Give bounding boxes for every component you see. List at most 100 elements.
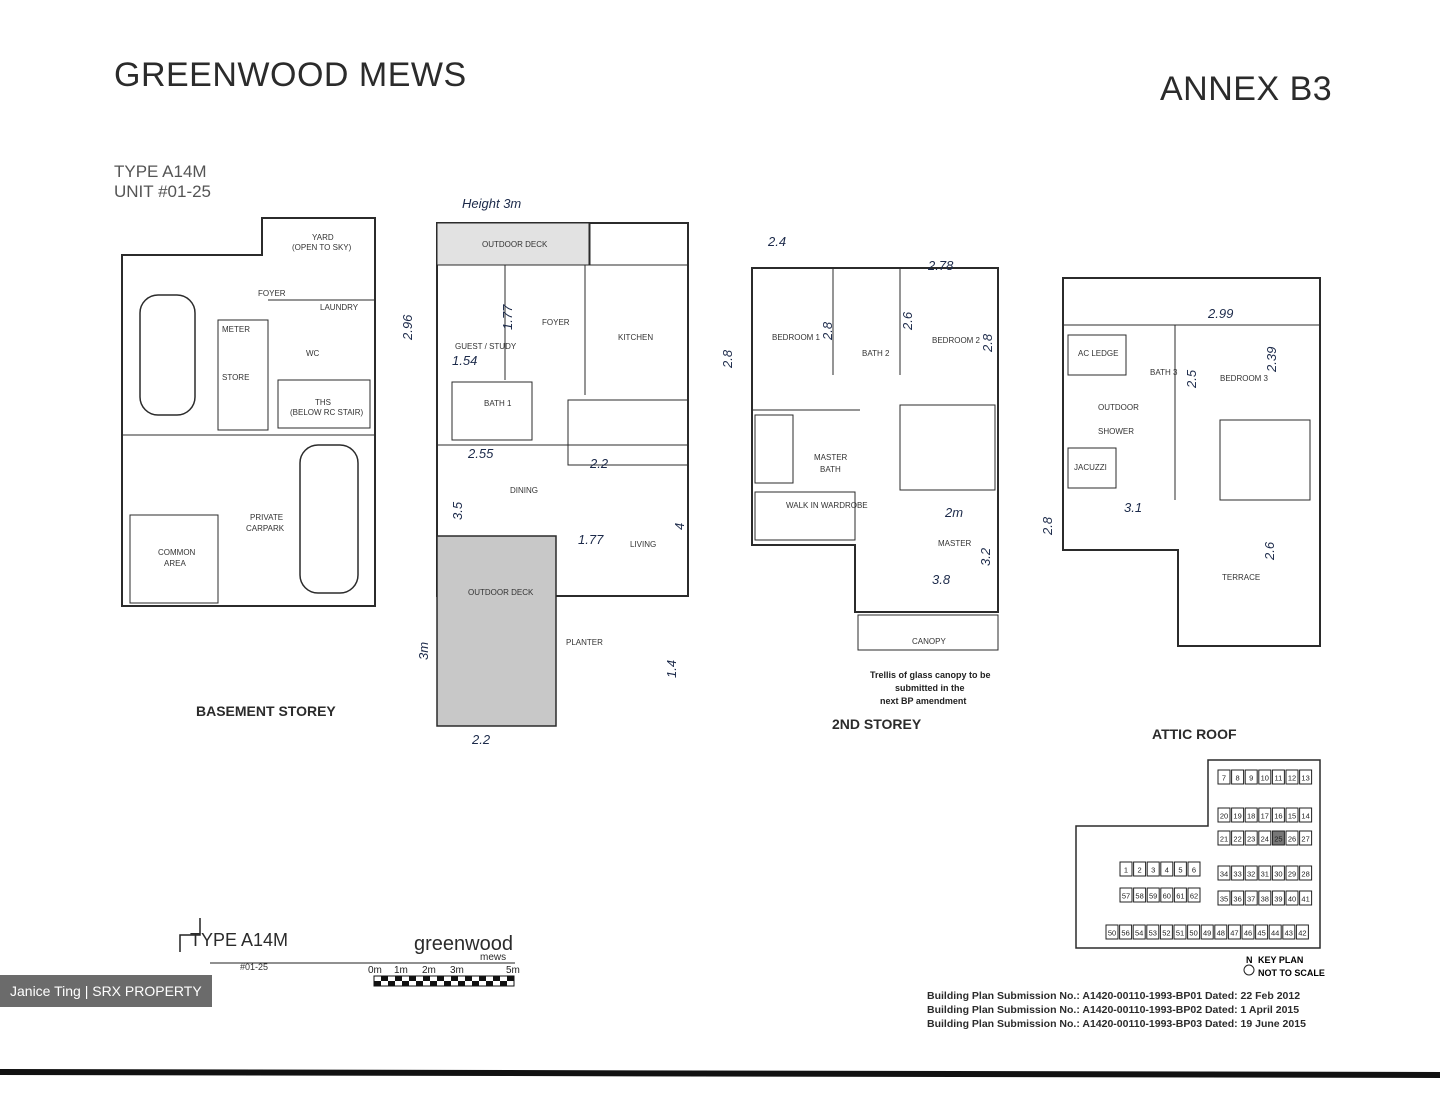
key-plan-cell xyxy=(1282,924,1296,940)
scale-segment xyxy=(465,976,472,981)
handwritten-note: 3.5 xyxy=(450,501,465,520)
handwritten-note: 1.54 xyxy=(452,353,477,368)
key-plan-cell xyxy=(1217,830,1231,846)
key-plan-cell xyxy=(1231,890,1245,906)
key-plan-cell xyxy=(1258,769,1272,785)
key-plan-cell-number: 33 xyxy=(1233,870,1241,879)
room-label: BEDROOM 1 xyxy=(772,333,821,342)
handwritten-note: 2.55 xyxy=(467,446,494,461)
legend-unit: #01-25 xyxy=(240,962,269,972)
key-plan-label: KEY PLAN xyxy=(1258,955,1303,965)
key-plan-cell xyxy=(1146,887,1160,903)
key-plan-cell xyxy=(1244,890,1258,906)
scale-segment xyxy=(500,981,507,986)
key-plan-cell xyxy=(1258,890,1272,906)
key-plan-cell-number: 59 xyxy=(1149,892,1157,901)
scale-segment xyxy=(395,976,402,981)
watermark: Janice Ting | SRX PROPERTY xyxy=(0,975,212,1007)
key-plan-cell xyxy=(1299,769,1313,785)
key-plan-cell xyxy=(1173,861,1187,877)
scale-segment xyxy=(402,981,409,986)
room-label: BEDROOM 2 xyxy=(932,336,981,345)
key-plan-cell-number: 15 xyxy=(1288,812,1296,821)
room-label: BATH 1 xyxy=(484,399,512,408)
key-plan-cell-number: 28 xyxy=(1301,870,1309,879)
room-label: OUTDOOR xyxy=(1098,403,1139,412)
room-label: TERRACE xyxy=(1222,573,1260,582)
scale-outline xyxy=(373,975,515,987)
brand-logo: greenwood xyxy=(414,933,513,955)
key-plan-cell-number: 24 xyxy=(1261,835,1269,844)
handwritten-note: 2.6 xyxy=(1262,541,1277,561)
key-plan-cell-number: 25 xyxy=(1274,835,1282,844)
handwritten-note: 3.8 xyxy=(932,572,951,587)
handwritten-note: 2.96 xyxy=(400,314,415,341)
scale-segment xyxy=(409,976,416,981)
scale-segment xyxy=(444,981,451,986)
key-plan-cell-number: 40 xyxy=(1288,895,1296,904)
key-plan-cell-number: 47 xyxy=(1230,929,1238,938)
scale-label: 5m xyxy=(506,965,520,976)
handwritten-note: 2.4 xyxy=(767,234,786,249)
scale-segment xyxy=(479,976,486,981)
key-plan-cell xyxy=(1258,807,1272,823)
canopy-note: next BP amendment xyxy=(880,696,966,706)
basement-plan xyxy=(121,217,376,607)
handwritten-note: 2.8 xyxy=(820,321,835,341)
key-plan-cell-number: 22 xyxy=(1233,835,1241,844)
room-label: BATH 3 xyxy=(1150,368,1178,377)
scale-label: 3m xyxy=(450,965,464,976)
room-label: COMMON xyxy=(158,548,196,557)
room-label: JACUZZI xyxy=(1074,463,1107,472)
key-plan-cell-number: 32 xyxy=(1247,870,1255,879)
key-plan-cell-number: 51 xyxy=(1176,929,1184,938)
key-plan-cell xyxy=(1299,807,1313,823)
room-label: AREA xyxy=(164,559,186,568)
scale-label: 0m xyxy=(368,965,382,976)
key-plan-cell-number: 56 xyxy=(1121,929,1129,938)
legend-bracket xyxy=(179,918,201,952)
key-plan-cell xyxy=(1133,861,1147,877)
key-plan-cell xyxy=(1271,807,1285,823)
handwritten-note: 4 xyxy=(672,523,687,530)
scale-segment xyxy=(437,976,444,981)
key-plan-cell xyxy=(1173,924,1187,940)
room-label: METER xyxy=(222,325,250,334)
room-label: LAUNDRY xyxy=(320,303,359,312)
key-plan-cell-number: 58 xyxy=(1135,892,1143,901)
room-label: KITCHEN xyxy=(618,333,653,342)
key-plan-cell xyxy=(1160,861,1174,877)
submission-line: Building Plan Submission No.: A1420-0011… xyxy=(927,1004,1300,1016)
key-plan-outline xyxy=(1075,759,1321,949)
room-label: PRIVATE xyxy=(250,513,283,522)
key-plan-cell xyxy=(1258,865,1272,881)
key-plan-cell-number: 30 xyxy=(1274,870,1282,879)
room-label: THS xyxy=(315,398,331,407)
room-label: BEDROOM 3 xyxy=(1220,374,1269,383)
key-plan-cell xyxy=(1244,807,1258,823)
north-mark: N xyxy=(1246,955,1253,965)
key-plan-cell-number: 27 xyxy=(1301,835,1309,844)
handwritten-note: 1.77 xyxy=(500,304,515,330)
key-plan-cell-number: 23 xyxy=(1247,835,1255,844)
scale-label: 1m xyxy=(394,965,408,976)
key-plan-cell-number: 1 xyxy=(1124,866,1128,875)
key-plan-cell xyxy=(1133,887,1147,903)
first-storey-plan xyxy=(436,222,689,727)
room-label: OUTDOOR DECK xyxy=(482,240,548,249)
handwritten-note: 2.78 xyxy=(927,258,954,273)
attic-label: ATTIC ROOF xyxy=(1152,726,1237,742)
key-plan-cell-number: 61 xyxy=(1176,892,1184,901)
handwritten-note: 3.2 xyxy=(978,547,993,566)
key-plan-cell-number: 39 xyxy=(1274,895,1282,904)
room-label: AC LEDGE xyxy=(1078,349,1118,358)
key-plan-cell xyxy=(1231,807,1245,823)
key-plan-cell xyxy=(1285,890,1299,906)
key-plan-cell-number: 44 xyxy=(1271,929,1279,938)
room-label: FOYER xyxy=(542,318,570,327)
key-plan-cell-number: 4 xyxy=(1165,866,1169,875)
basement-label: BASEMENT STOREY xyxy=(196,703,336,719)
